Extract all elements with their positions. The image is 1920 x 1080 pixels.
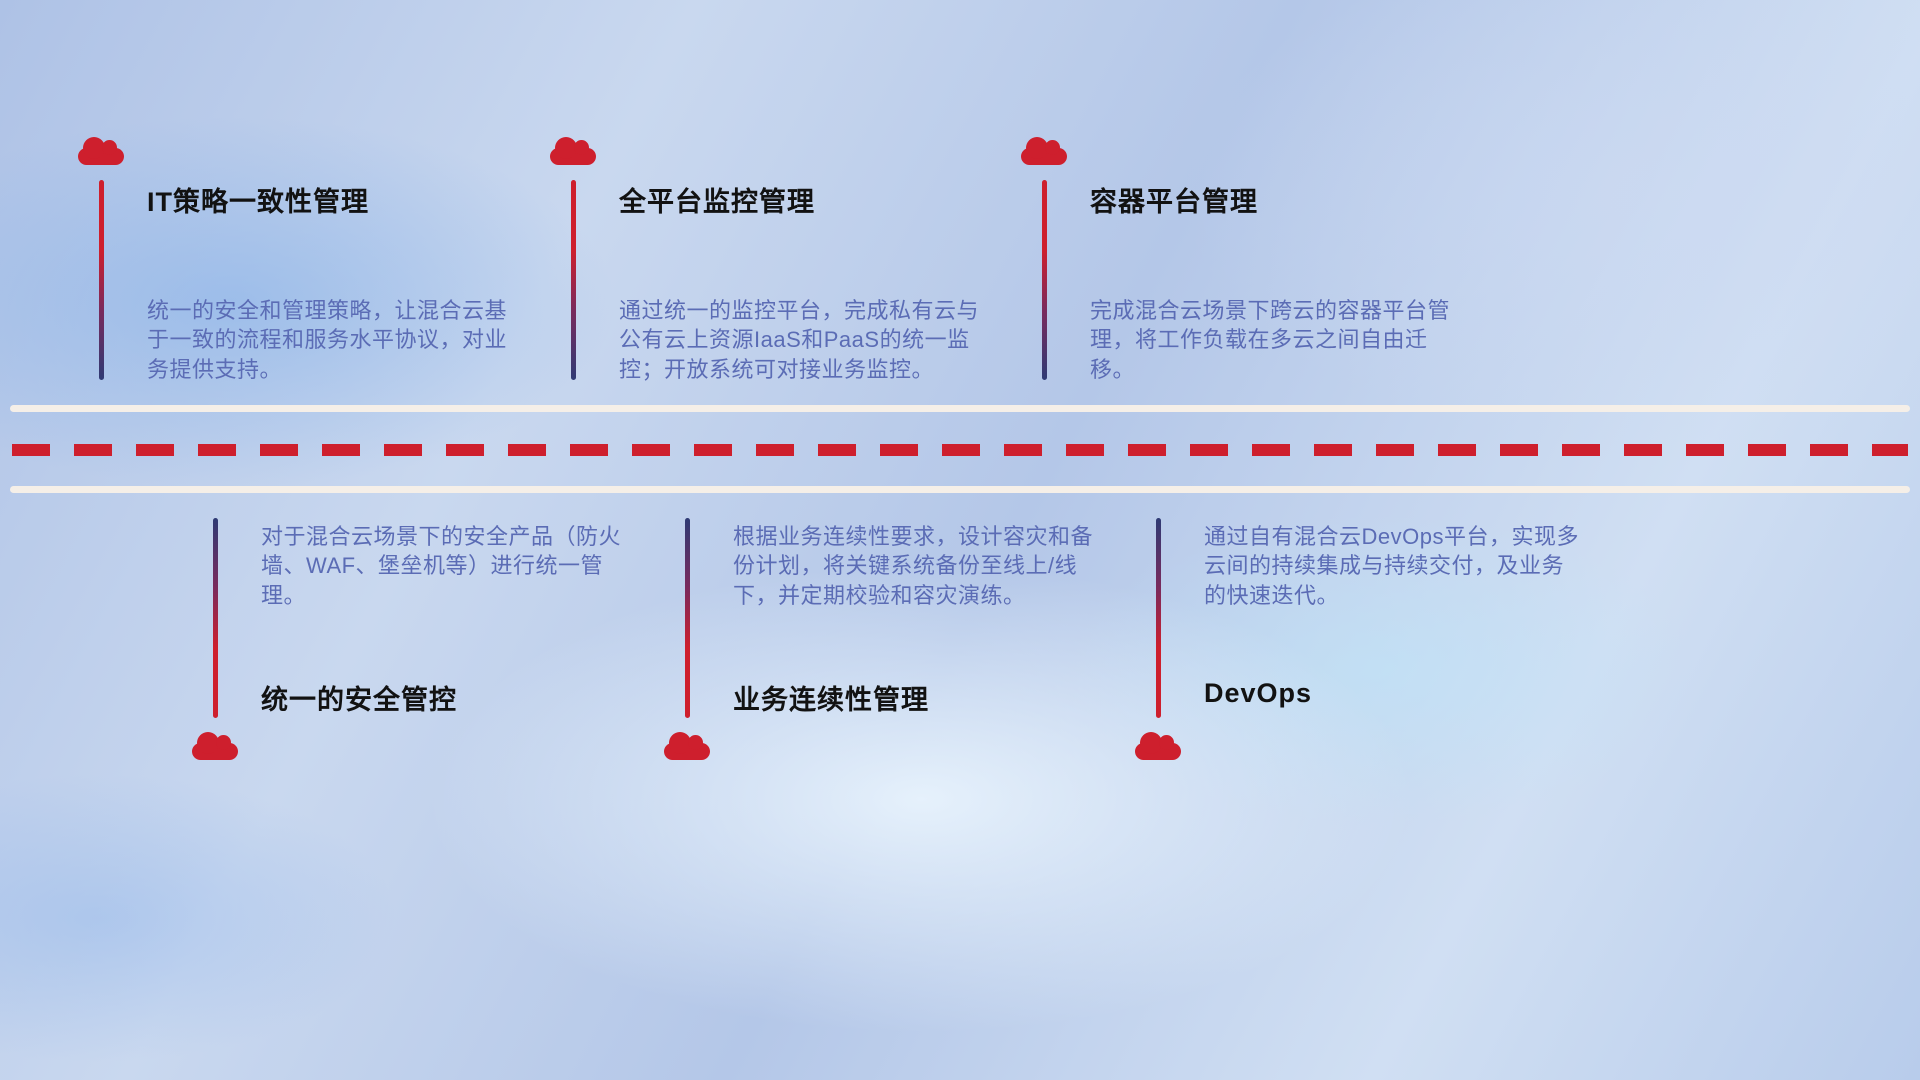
- item-title: 全平台监控管理: [619, 187, 815, 217]
- connector-line: [213, 518, 218, 718]
- cloud-icon: [550, 137, 596, 165]
- item-description: 通过统一的监控平台，完成私有云与公有云上资源IaaS和PaaS的统一监控；开放系…: [619, 298, 980, 382]
- connector-line: [571, 180, 576, 380]
- cloud-icon: [664, 732, 710, 760]
- item-description: 对于混合云场景下的安全产品（防火墙、WAF、堡垒机等）进行统一管理。: [261, 524, 622, 608]
- item-title: 业务连续性管理: [733, 685, 929, 715]
- cloud-icon: [1021, 137, 1067, 165]
- item-description: 通过自有混合云DevOps平台，实现多云间的持续集成与持续交付，及业务的快速迭代…: [1204, 524, 1579, 608]
- road-edge-top: [10, 405, 1910, 412]
- connector-line: [685, 518, 690, 718]
- cloud-icon: [78, 137, 124, 165]
- item-title: 容器平台管理: [1090, 187, 1258, 217]
- item-description: 统一的安全和管理策略，让混合云基于一致的流程和服务水平协议，对业务提供支持。: [147, 298, 508, 382]
- item-title: 统一的安全管控: [261, 685, 457, 715]
- item-description: 完成混合云场景下跨云的容器平台管理，将工作负载在多云之间自由迁移。: [1090, 298, 1451, 382]
- connector-line: [99, 180, 104, 380]
- item-description: 根据业务连续性要求，设计容灾和备份计划，将关键系统备份至线上/线下，并定期校验和…: [733, 524, 1094, 608]
- item-title: DevOps: [1204, 678, 1313, 708]
- connector-line: [1042, 180, 1047, 380]
- connector-line: [1156, 518, 1161, 718]
- road-center-dashed-line: [12, 444, 1908, 456]
- cloud-icon: [192, 732, 238, 760]
- road-edge-bottom: [10, 486, 1910, 493]
- item-title: IT策略一致性管理: [147, 187, 369, 217]
- cloud-icon: [1135, 732, 1181, 760]
